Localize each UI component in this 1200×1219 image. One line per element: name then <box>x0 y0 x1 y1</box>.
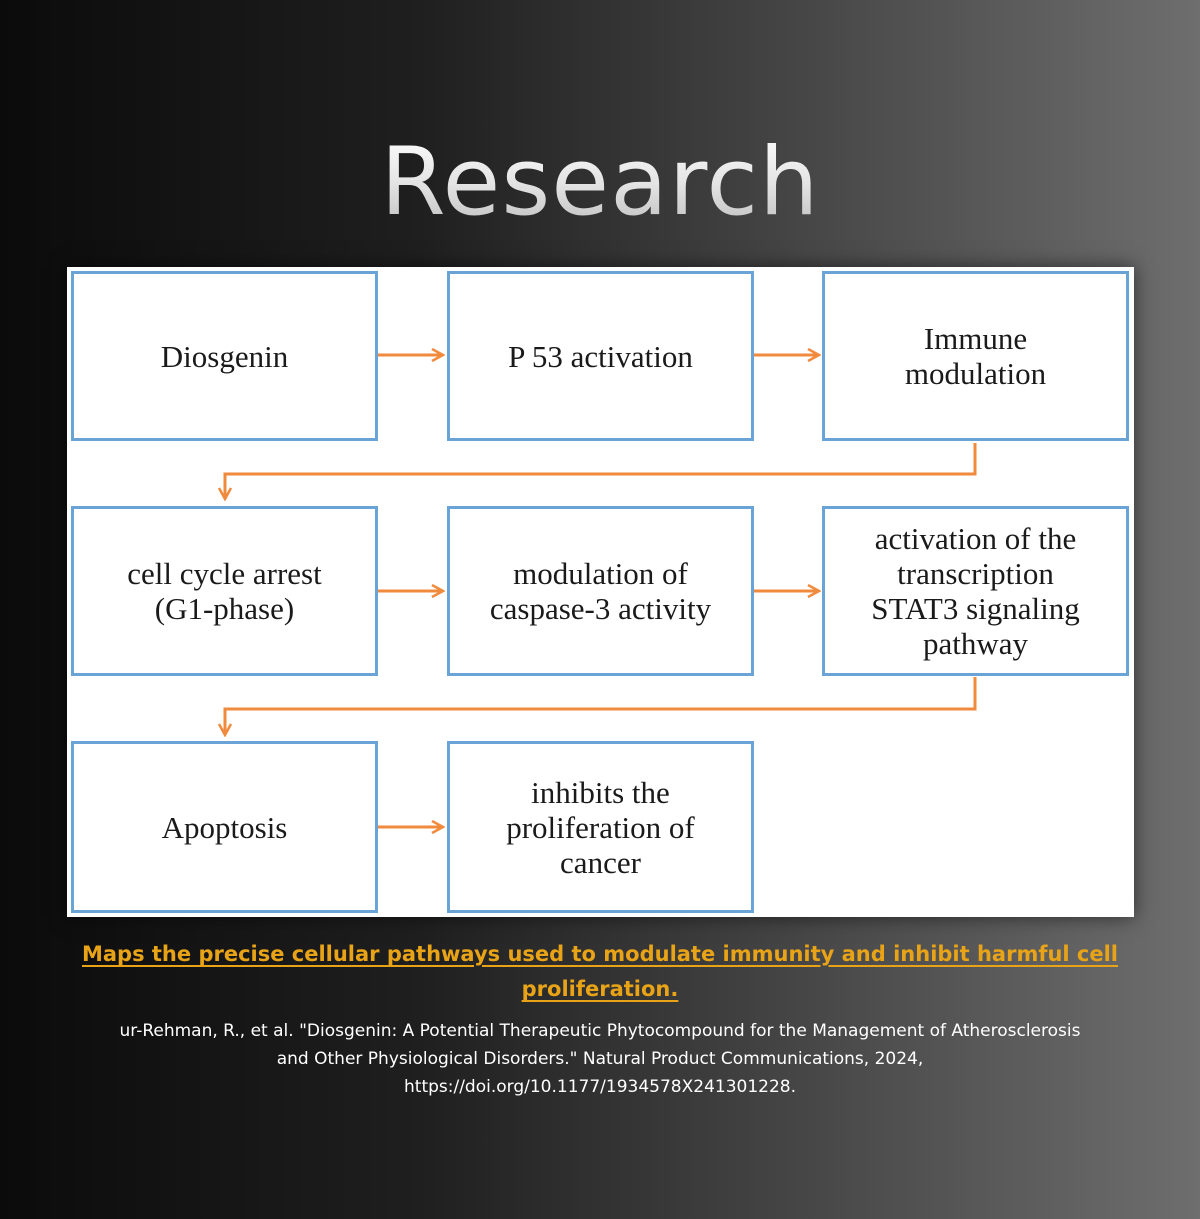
page-title: Research <box>0 128 1200 238</box>
node-p53-activation: P 53 activation <box>447 271 754 441</box>
citation-line-2: and Other Physiological Disorders." Natu… <box>276 1049 924 1069</box>
node-immune-modulation: Immune modulation <box>822 271 1129 441</box>
node-diosgenin: Diosgenin <box>71 271 378 441</box>
citation-line-1: ur-Rehman, R., et al. "Diosgenin: A Pote… <box>119 1021 1081 1041</box>
arrow-stat3-apoptosis <box>225 677 977 734</box>
node-inhibits-proliferation: inhibits the proliferation of cancer <box>447 741 754 913</box>
flowchart-arrows <box>67 267 977 917</box>
node-cell-cycle-arrest: cell cycle arrest (G1-phase) <box>71 506 378 676</box>
citation: ur-Rehman, R., et al. "Diosgenin: A Pote… <box>50 1017 1150 1101</box>
node-caspase-modulation: modulation of caspase-3 activity <box>447 506 754 676</box>
node-stat3-activation: activation of the transcription STAT3 si… <box>822 506 1129 676</box>
caption-link[interactable]: Maps the precise cellular pathways used … <box>81 942 1119 1001</box>
citation-doi: https://doi.org/10.1177/1934578X24130122… <box>404 1077 796 1097</box>
flowchart-panel: Diosgenin P 53 activation Immune modulat… <box>67 267 1134 917</box>
node-apoptosis: Apoptosis <box>71 741 378 913</box>
arrow-immune-cellcycle <box>225 443 977 498</box>
